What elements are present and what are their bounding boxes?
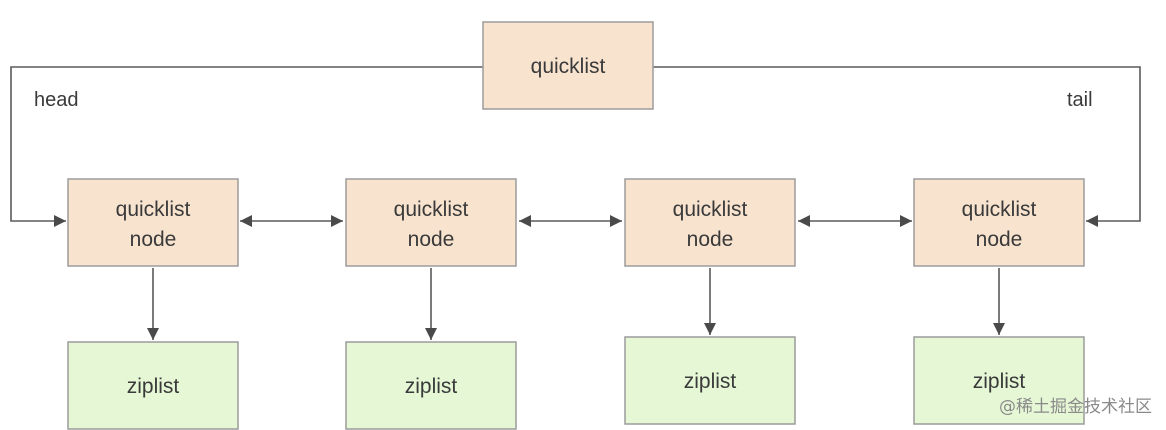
ziplist-label: ziplist xyxy=(405,375,458,398)
quicklist-node-2: quicklist node xyxy=(345,178,517,267)
ziplist-rect xyxy=(624,336,796,425)
quicklist-node-rect xyxy=(624,178,796,267)
quicklist-node-label-line1: quicklist xyxy=(962,198,1037,221)
head-connector xyxy=(10,66,483,227)
quicklist-node-rect xyxy=(345,178,517,267)
watermark-text: @稀土掘金技术社区 xyxy=(999,397,1152,417)
ziplist-label: ziplist xyxy=(127,375,180,398)
root-quicklist-rect xyxy=(482,21,654,110)
quicklist-node-rect xyxy=(67,178,239,267)
quicklist-node-label-line1: quicklist xyxy=(394,198,469,221)
quicklist-node-label-line2: node xyxy=(687,228,734,251)
quicklist-node-rect xyxy=(913,178,1085,267)
head-label: head xyxy=(34,89,79,111)
quicklist-node-3: quicklist node xyxy=(624,178,796,267)
ziplist-rect xyxy=(67,341,239,430)
quicklist-node-4: quicklist node xyxy=(913,178,1085,267)
ziplist-label: ziplist xyxy=(973,370,1026,393)
quicklist-node-label-line2: node xyxy=(976,228,1023,251)
ziplist-rect xyxy=(345,341,517,430)
ziplist-label: ziplist xyxy=(684,370,737,393)
quicklist-node-label-line2: node xyxy=(130,228,177,251)
ziplist-2: ziplist xyxy=(345,341,517,430)
root-quicklist-box: quicklist xyxy=(482,21,654,110)
quicklist-node-label-line2: node xyxy=(408,228,455,251)
ziplist-1: ziplist xyxy=(67,341,239,430)
ziplist-3: ziplist xyxy=(624,336,796,425)
quicklist-node-label-line1: quicklist xyxy=(673,198,748,221)
tail-label: tail xyxy=(1067,89,1093,111)
ziplist-4: ziplist xyxy=(913,336,1085,425)
quicklist-node-label-line1: quicklist xyxy=(116,198,191,221)
root-quicklist-label: quicklist xyxy=(531,55,606,78)
quicklist-node-1: quicklist node xyxy=(67,178,239,267)
ziplist-rect xyxy=(913,336,1085,425)
tail-connector xyxy=(653,66,1141,227)
